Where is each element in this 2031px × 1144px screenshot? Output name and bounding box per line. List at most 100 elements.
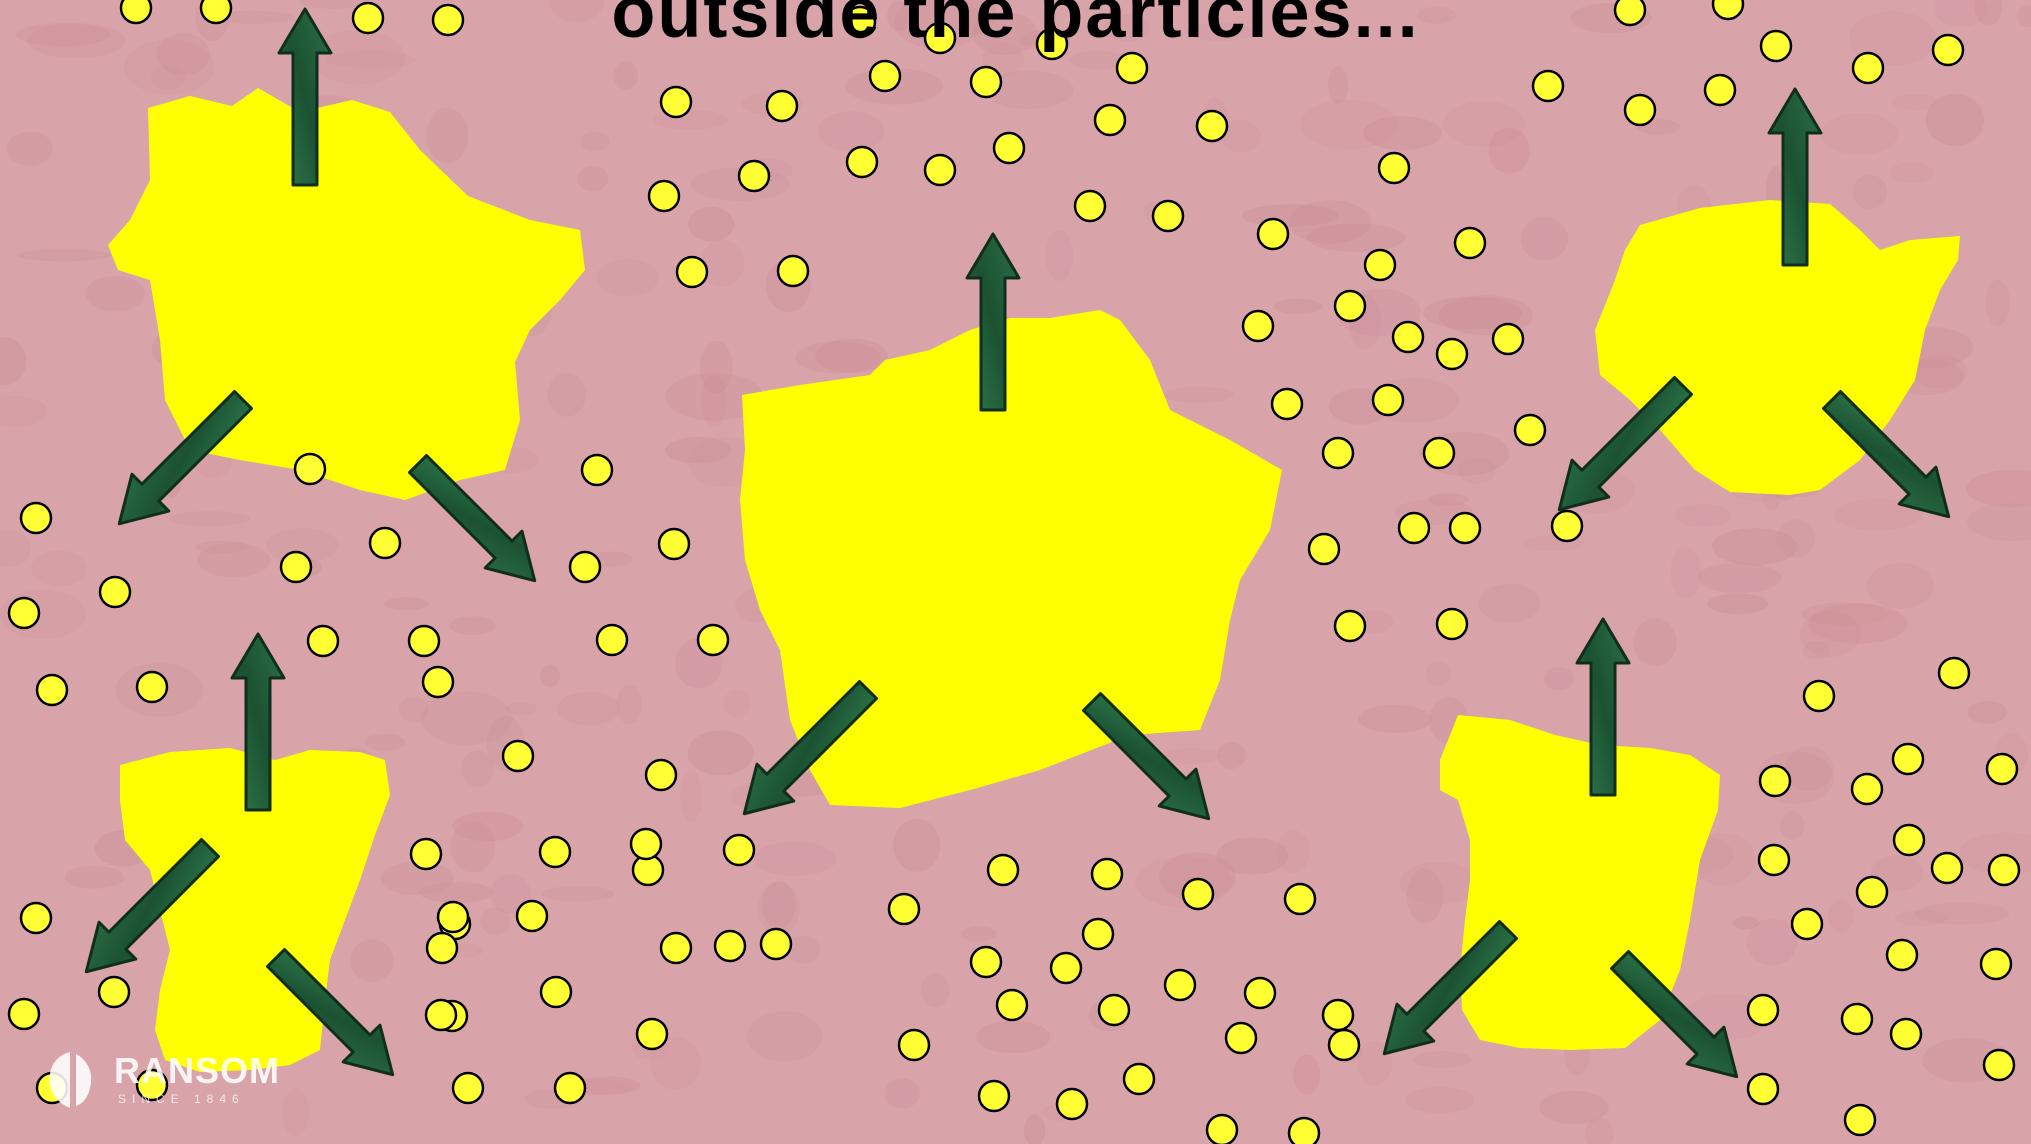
texture-blot: [1890, 162, 1934, 183]
molecule: [1335, 291, 1365, 321]
texture-blot: [1633, 619, 1677, 667]
texture-blot: [680, 771, 702, 822]
molecule: [778, 256, 808, 286]
texture-blot: [85, 276, 145, 311]
molecule: [1533, 71, 1563, 101]
molecule: [1183, 879, 1213, 909]
molecule: [1842, 1004, 1872, 1034]
molecule: [1226, 1023, 1256, 1053]
molecule: [1424, 438, 1454, 468]
molecule: [1981, 949, 2011, 979]
molecule: [1365, 250, 1395, 280]
molecule: [1852, 774, 1882, 804]
molecule: [1493, 324, 1523, 354]
texture-blot: [65, 866, 124, 889]
texture-blot: [1216, 837, 1288, 874]
molecule: [555, 1073, 585, 1103]
texture-blot: [1307, 224, 1405, 252]
texture-blot: [1698, 563, 1782, 593]
particle-top-left: [108, 88, 585, 500]
texture-blot: [1539, 1091, 1608, 1124]
texture-blot: [1828, 900, 1853, 932]
texture-blot: [365, 734, 406, 751]
texture-blot: [1024, 1114, 1045, 1144]
texture-blot: [580, 132, 609, 152]
molecule: [1552, 511, 1582, 541]
texture-blot: [1967, 701, 2007, 724]
molecule: [1857, 877, 1887, 907]
molecule: [1804, 681, 1834, 711]
texture-blot: [1428, 493, 1469, 506]
molecule: [540, 837, 570, 867]
texture-blot: [1707, 593, 1768, 614]
molecule: [1894, 825, 1924, 855]
texture-blot: [1801, 603, 1888, 626]
molecule: [1197, 111, 1227, 141]
texture-blot: [557, 692, 621, 725]
molecule: [1515, 415, 1545, 445]
molecule: [739, 161, 769, 191]
texture-blot: [1242, 204, 1339, 226]
molecule: [724, 835, 754, 865]
texture-blot: [701, 240, 745, 287]
molecule: [1379, 153, 1409, 183]
texture-blot: [198, 543, 271, 577]
texture-blot: [885, 1078, 920, 1108]
molecule: [1393, 322, 1423, 352]
molecule: [1705, 75, 1735, 105]
molecule: [661, 87, 691, 117]
texture-blot: [818, 111, 884, 151]
molecule: [1165, 970, 1195, 1000]
molecule: [541, 977, 571, 1007]
molecule: [899, 1030, 929, 1060]
molecule: [1323, 438, 1353, 468]
texture-blot: [541, 886, 614, 901]
molecule: [281, 552, 311, 582]
molecule: [1625, 95, 1655, 125]
texture-blot: [1852, 175, 1887, 209]
texture-blot: [1780, 812, 1804, 840]
molecule: [994, 133, 1024, 163]
texture-blot: [723, 690, 750, 717]
texture-blot: [747, 1011, 822, 1061]
texture-blot: [0, 337, 26, 385]
texture-blot: [1986, 280, 2011, 327]
texture-blot: [506, 702, 537, 715]
texture-blot: [1217, 742, 1246, 769]
texture-blot: [1328, 66, 1348, 103]
molecule: [1057, 1089, 1087, 1119]
texture-blot: [1967, 503, 2031, 541]
molecule: [1309, 534, 1339, 564]
molecule: [1984, 1050, 2014, 1080]
molecule: [570, 552, 600, 582]
logo-name: RANSOM: [114, 1050, 280, 1092]
texture-blot: [976, 1021, 1050, 1053]
logo-tagline: SINCE 1846: [118, 1092, 245, 1106]
molecule: [21, 503, 51, 533]
molecule: [1124, 1064, 1154, 1094]
molecule: [1258, 219, 1288, 249]
molecule: [979, 1081, 1009, 1111]
molecule: [997, 990, 1027, 1020]
ransom-logo: RANSOM SINCE 1846: [40, 1048, 330, 1112]
texture-blot: [665, 437, 731, 464]
texture-blot: [577, 166, 608, 191]
molecule: [1153, 201, 1183, 231]
molecule: [1987, 754, 2017, 784]
molecule: [1989, 855, 2019, 885]
molecule: [582, 455, 612, 485]
texture-blot: [452, 812, 523, 841]
molecule: [1450, 513, 1480, 543]
texture-blot: [384, 597, 429, 610]
texture-blot: [921, 974, 950, 1008]
molecule: [1893, 744, 1923, 774]
molecule: [37, 675, 67, 705]
molecule: [847, 147, 877, 177]
molecule: [715, 931, 745, 961]
texture-blot: [31, 550, 86, 586]
texture-blot: [547, 373, 586, 417]
molecule: [295, 454, 325, 484]
molecule: [409, 626, 439, 656]
